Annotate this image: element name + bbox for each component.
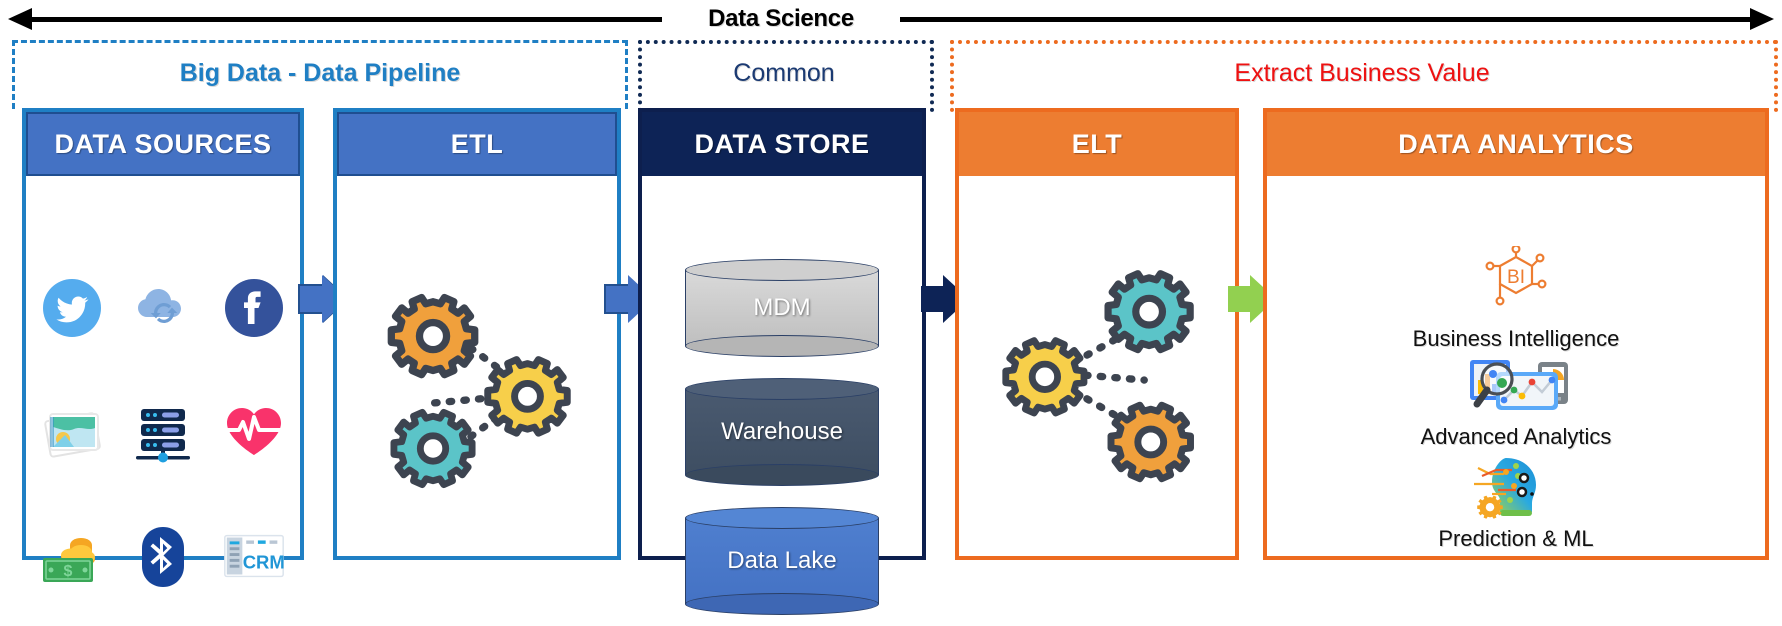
- svg-text:$: $: [63, 563, 72, 580]
- group-box-extract-business-value: [950, 40, 1778, 112]
- group-label-extract-business-value: Extract Business Value: [1234, 58, 1490, 87]
- arrow-shaft: [604, 284, 628, 314]
- arrow-shaft: [298, 284, 322, 314]
- mdm-cylinder[interactable]: MDM: [685, 258, 879, 357]
- arrow-right-icon: [1750, 8, 1774, 30]
- warehouse-cylinder[interactable]: Warehouse: [685, 377, 879, 486]
- facebook-icon[interactable]: [219, 273, 289, 343]
- panel-title-data-sources: DATA SOURCES: [26, 112, 300, 176]
- analytics-item-advanced-analytics[interactable]: Advanced Analytics: [1420, 352, 1612, 450]
- elt-gear-cluster: [959, 240, 1235, 556]
- data-store-cylinder-stack: MDM Warehouse Data Lake: [642, 248, 922, 626]
- gear-orange: [1107, 401, 1194, 483]
- analytics-item-list: BI Business Intelligence: [1267, 240, 1765, 556]
- analytics-item-prediction-ml[interactable]: Prediction & ML: [1438, 450, 1594, 552]
- twitter-icon[interactable]: [37, 273, 107, 343]
- banner-line-right: [900, 17, 1752, 22]
- business-intelligence-icon: BI: [1485, 246, 1547, 306]
- panel-body-data-sources: $: [26, 176, 300, 587]
- gear-teal: [1104, 270, 1194, 354]
- arrow-shaft: [921, 286, 943, 312]
- panel-data-store[interactable]: DATA STORE MDM Warehouse Data Lake: [638, 108, 926, 616]
- advanced-analytics-icon: [1470, 360, 1568, 410]
- money-icon[interactable]: $: [37, 521, 107, 591]
- panel-body-etl: [337, 176, 617, 556]
- data-lake-cylinder[interactable]: Data Lake: [685, 507, 879, 616]
- panel-etl[interactable]: ETL: [333, 108, 621, 560]
- cloud-sync-icon[interactable]: [128, 273, 198, 343]
- analytics-item-business-intelligence[interactable]: BI Business Intelligence: [1412, 246, 1620, 352]
- panel-elt[interactable]: ELT: [955, 108, 1239, 560]
- data-science-banner: Data Science: [0, 0, 1782, 38]
- analytics-label-business-intelligence: Business Intelligence: [1412, 326, 1620, 351]
- panel-title-elt: ELT: [959, 112, 1235, 176]
- etl-gear-cluster: [337, 240, 617, 556]
- heartbeat-icon[interactable]: [219, 397, 289, 467]
- data-sources-icon-grid: $: [26, 246, 300, 618]
- gear-yellow: [484, 356, 571, 437]
- cylinder-bottom: [685, 463, 879, 486]
- panel-title-data-analytics: DATA ANALYTICS: [1267, 112, 1765, 176]
- data-lake-label: Data Lake: [685, 518, 879, 605]
- photos-icon[interactable]: [37, 397, 107, 467]
- gear-yellow: [1002, 337, 1088, 417]
- panel-data-analytics[interactable]: DATA ANALYTICS BI Business Intelligen: [1263, 108, 1769, 560]
- cylinder-top: [685, 377, 879, 400]
- mdm-label: MDM: [685, 269, 879, 346]
- group-label-big-data: Big Data - Data Pipeline: [179, 58, 461, 87]
- banner-line-left: [30, 17, 662, 22]
- gear-orange: [387, 293, 479, 379]
- crm-icon[interactable]: CRM: [219, 521, 289, 591]
- panel-body-data-store: MDM Warehouse Data Lake: [642, 176, 922, 616]
- cylinder-bottom: [685, 334, 879, 357]
- gear-teal: [390, 408, 476, 489]
- group-box-big-data: [12, 40, 628, 109]
- panel-body-data-analytics: BI Business Intelligence: [1267, 176, 1765, 556]
- svg-text:CRM: CRM: [243, 552, 285, 573]
- banner-title: Data Science: [708, 5, 854, 32]
- arrow-left-icon: [8, 8, 32, 30]
- bluetooth-icon[interactable]: [128, 521, 198, 591]
- panel-body-elt: [959, 176, 1235, 556]
- cylinder-bottom: [685, 593, 879, 616]
- prediction-ml-icon: [1473, 458, 1542, 519]
- cylinder-top: [685, 258, 879, 281]
- group-label-common: Common: [733, 58, 835, 87]
- analytics-label-prediction-ml: Prediction & ML: [1438, 526, 1594, 551]
- arrow-shaft: [1228, 286, 1250, 312]
- panel-title-etl: ETL: [337, 112, 617, 176]
- panel-data-sources[interactable]: DATA SOURCES: [22, 108, 304, 587]
- svg-text:BI: BI: [1507, 267, 1525, 288]
- group-box-common: [638, 40, 934, 112]
- warehouse-label: Warehouse: [685, 388, 879, 475]
- server-rack-icon[interactable]: [128, 397, 198, 467]
- analytics-label-advanced-analytics: Advanced Analytics: [1420, 424, 1612, 449]
- panel-title-data-store: DATA STORE: [642, 112, 922, 176]
- cylinder-top: [685, 507, 879, 530]
